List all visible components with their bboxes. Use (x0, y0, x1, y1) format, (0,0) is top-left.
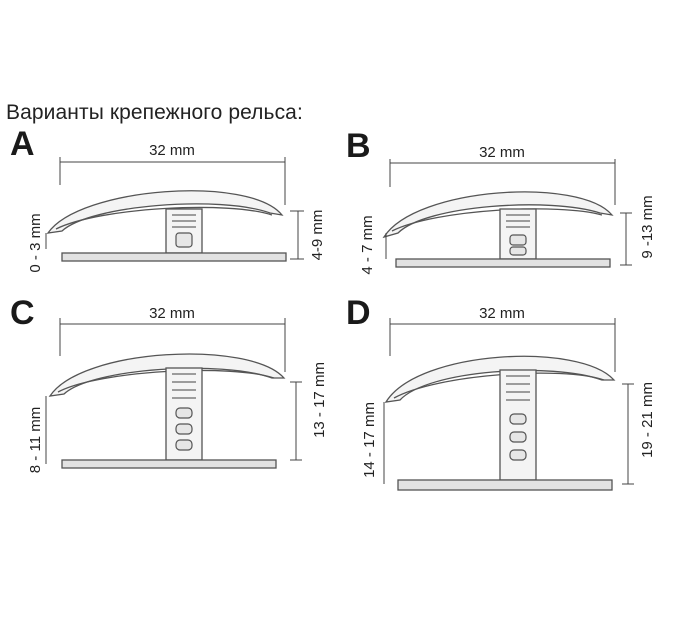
left-height-dimension: 14 - 17 mm (361, 402, 378, 478)
width-dimension: 32 mm (149, 142, 195, 159)
rail-cap (46, 190, 284, 234)
rail-base (395, 258, 611, 268)
page-title: Варианты крепежного рельса: (6, 101, 303, 124)
variant-letter: B (346, 127, 371, 165)
rail-base (61, 252, 287, 262)
rail-cap (382, 191, 614, 239)
right-height-dimension: 4-9 mm (309, 210, 326, 261)
left-height-dimension: 8 - 11 mm (27, 407, 44, 473)
rail-base (397, 479, 613, 491)
variant-letter: A (10, 125, 35, 163)
right-height-dimension: 13 - 17 mm (311, 362, 328, 438)
variant-letter: D (346, 294, 371, 332)
width-dimension: 32 mm (149, 305, 195, 322)
variant-letter: C (10, 294, 35, 332)
rail-cap (384, 355, 616, 403)
right-height-dimension: 9 -13 mm (639, 195, 656, 258)
rail-stem (499, 369, 537, 481)
left-height-dimension: 4 - 7 mm (359, 215, 376, 274)
left-height-dimension: 0 - 3 mm (27, 213, 44, 272)
right-height-dimension: 19 - 21 mm (639, 382, 656, 458)
width-dimension: 32 mm (479, 144, 525, 161)
rail-variant-b: B 32 mm 4 - 7 mm 9 -13 mm (340, 125, 680, 275)
rail-base (61, 459, 277, 469)
rail-variant-c: C 32 mm 8 - 11 mm 13 - 17 mm (0, 290, 340, 480)
rail-variant-a: A 32 mm 0 - 3 mm 4-9 mm (0, 125, 340, 275)
width-dimension: 32 mm (479, 305, 525, 322)
rail-cap (48, 353, 286, 397)
rail-variant-d: D 32 mm 14 - 17 mm 19 - 21 mm (340, 290, 680, 500)
